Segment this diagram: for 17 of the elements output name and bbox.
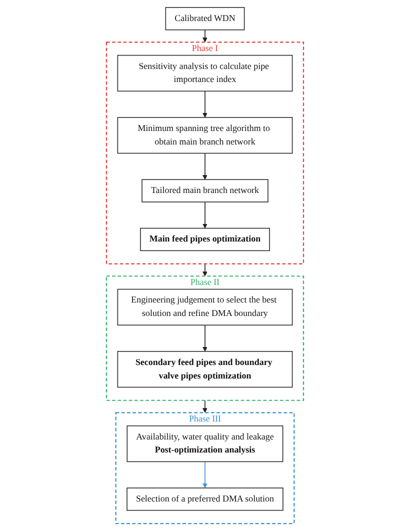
arrow: [202, 152, 208, 180]
arrow: [202, 461, 208, 488]
node-box: Availability, water quality and leakage Post-optimization analysis: [126, 425, 284, 462]
node-box: Selection of a preferred DMA solution: [126, 488, 284, 511]
node-box: Sensitivity analysis to calculate pipe importance index: [117, 54, 293, 92]
node-box: Calibrated WDN: [165, 7, 245, 30]
arrow: [202, 90, 208, 118]
node-box: Secondary feed pipes and boundary valve pipes optimization: [117, 350, 293, 388]
node-box: Tailored main branch network: [142, 179, 268, 202]
node-box: Minimum spanning tree algorithm to obtain main branch network: [117, 117, 293, 154]
arrow: [202, 324, 208, 352]
arrow: [202, 202, 208, 228]
node-box: Main feed pipes optimization: [140, 228, 270, 252]
arrow: [202, 263, 208, 276]
arrow: [202, 400, 208, 413]
node-box: Engineering judgement to select the best solution and refine DMA boundary: [117, 288, 293, 326]
arrow: [202, 29, 208, 42]
